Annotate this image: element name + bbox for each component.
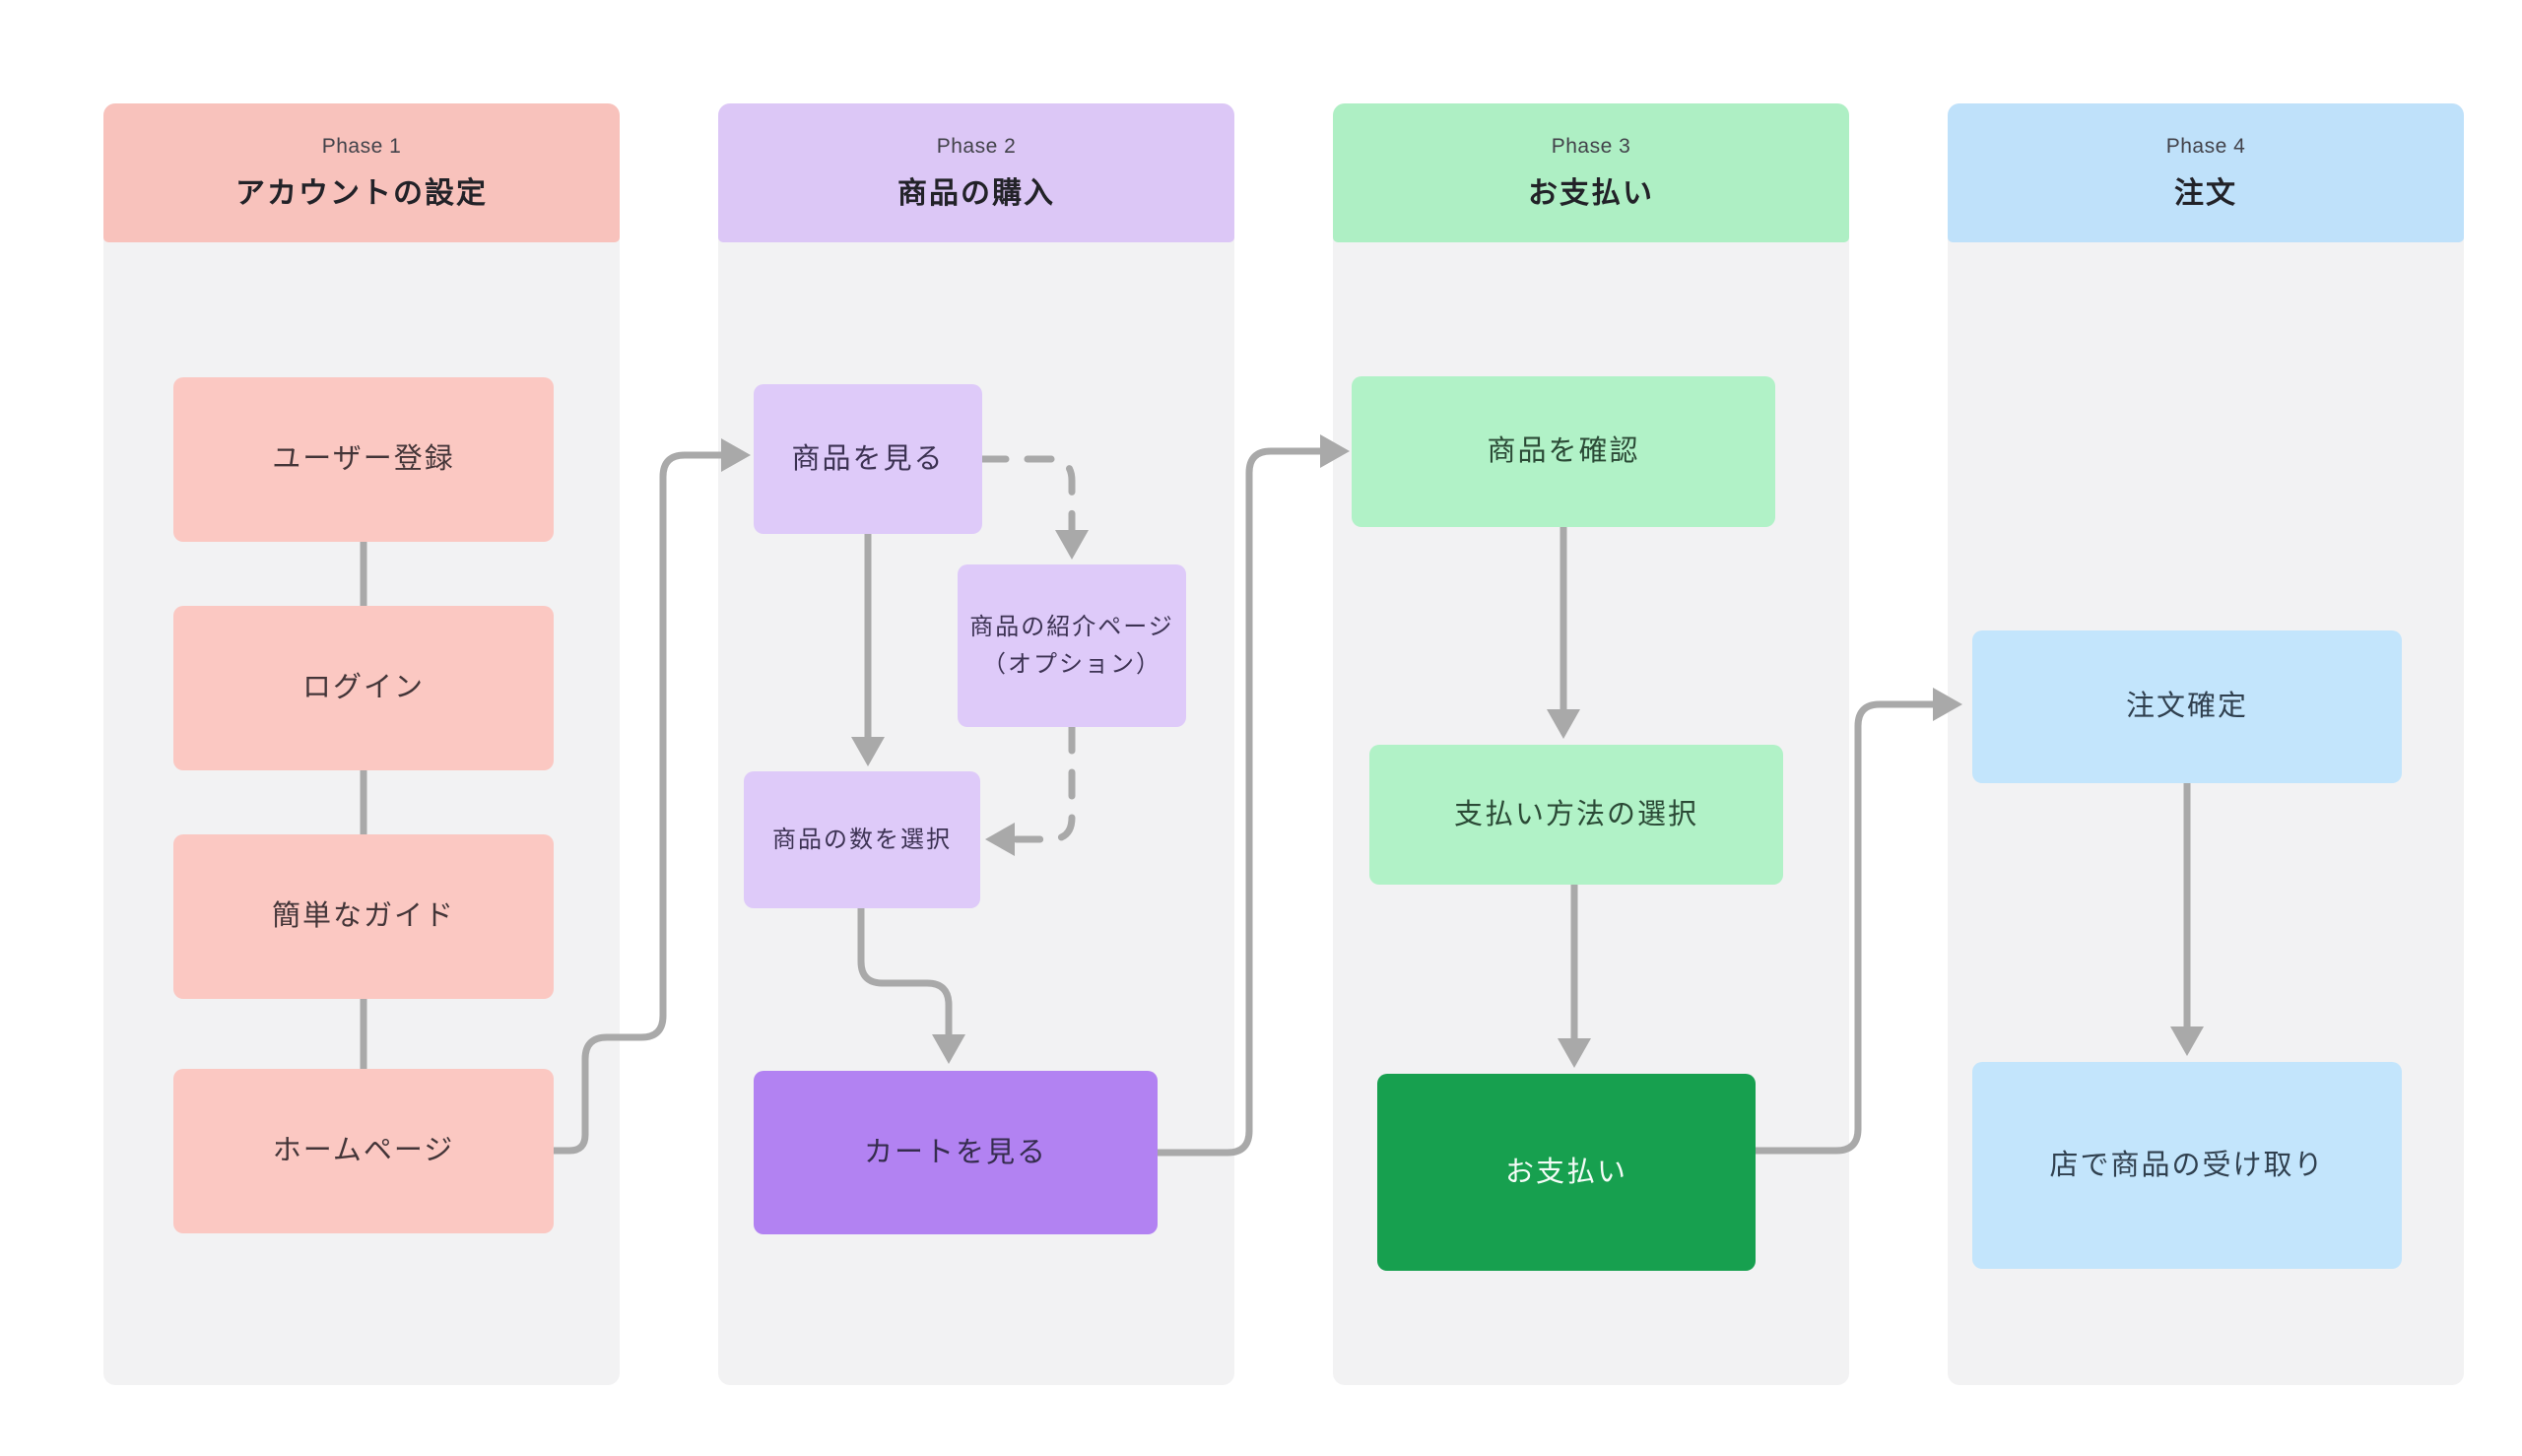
node-label: 注文確定 xyxy=(2125,691,2248,723)
node-label: 商品の数を選択 xyxy=(772,826,952,853)
node-view-products[interactable]: 商品を見る xyxy=(754,384,982,534)
node-confirm-products[interactable]: 商品を確認 xyxy=(1352,376,1775,527)
node-simple-guide[interactable]: 簡単なガイド xyxy=(173,834,554,999)
phase-label: Phase 4 xyxy=(2165,134,2246,158)
node-label: ユーザー登録 xyxy=(272,443,455,476)
node-select-quantity[interactable]: 商品の数を選択 xyxy=(744,771,980,908)
node-home-page[interactable]: ホームページ xyxy=(173,1069,554,1233)
node-label: ログイン xyxy=(301,672,425,704)
phase-header-4: Phase 4 注文 xyxy=(1948,103,2464,242)
node-label: ホームページ xyxy=(272,1135,455,1167)
phase-header-2: Phase 2 商品の購入 xyxy=(718,103,1234,242)
node-label: お支払い xyxy=(1504,1156,1627,1188)
phase-label: Phase 3 xyxy=(1551,134,1631,158)
phase-title: 商品の購入 xyxy=(897,176,1055,210)
node-store-pickup[interactable]: 店で商品の受け取り xyxy=(1972,1062,2402,1269)
phase-title: お支払い xyxy=(1528,176,1654,210)
node-payment[interactable]: お支払い xyxy=(1377,1074,1756,1271)
phase-header-1: Phase 1 アカウントの設定 xyxy=(103,103,620,242)
node-label: 店で商品の受け取り xyxy=(2049,1149,2325,1181)
node-label: カートを見る xyxy=(863,1136,1047,1168)
node-label: 簡単なガイド xyxy=(271,900,455,933)
node-user-registration[interactable]: ユーザー登録 xyxy=(173,377,554,542)
node-label-line2: （オプション） xyxy=(982,650,1161,678)
phase-label: Phase 1 xyxy=(321,134,402,158)
node-label: 支払い方法の選択 xyxy=(1453,798,1698,830)
node-label: 商品を見る xyxy=(791,442,945,475)
phase-label: Phase 2 xyxy=(936,134,1017,158)
node-view-cart[interactable]: カートを見る xyxy=(754,1071,1158,1234)
node-order-confirm[interactable]: 注文確定 xyxy=(1972,630,2402,783)
node-product-intro-page[interactable]: 商品の紹介ページ （オプション） xyxy=(958,564,1186,727)
node-label: 商品の紹介ページ xyxy=(969,614,1174,641)
node-login[interactable]: ログイン xyxy=(173,606,554,770)
phase-title: アカウントの設定 xyxy=(235,176,488,210)
phase-title: 注文 xyxy=(2174,176,2237,210)
node-label: 商品を確認 xyxy=(1487,435,1640,468)
node-select-payment-method[interactable]: 支払い方法の選択 xyxy=(1369,745,1783,885)
phase-header-3: Phase 3 お支払い xyxy=(1333,103,1849,242)
